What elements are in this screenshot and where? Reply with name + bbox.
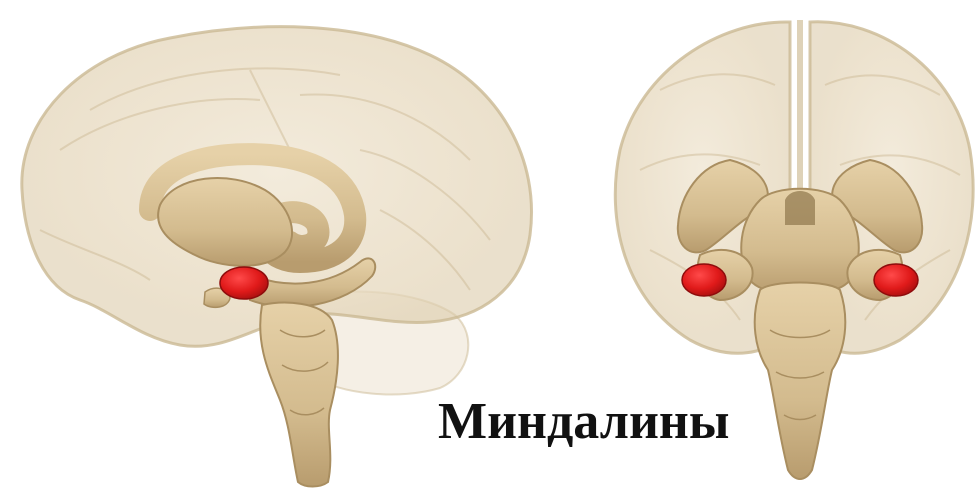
amygdala-left-view — [220, 267, 268, 299]
amygdala-left-coronal — [682, 264, 726, 296]
brainstem-coronal — [755, 283, 846, 480]
brainstem — [260, 303, 338, 487]
caption-amygdalae: Миндалины — [438, 392, 729, 452]
amygdala-right-coronal — [874, 264, 918, 296]
third-ventricle — [785, 191, 815, 225]
